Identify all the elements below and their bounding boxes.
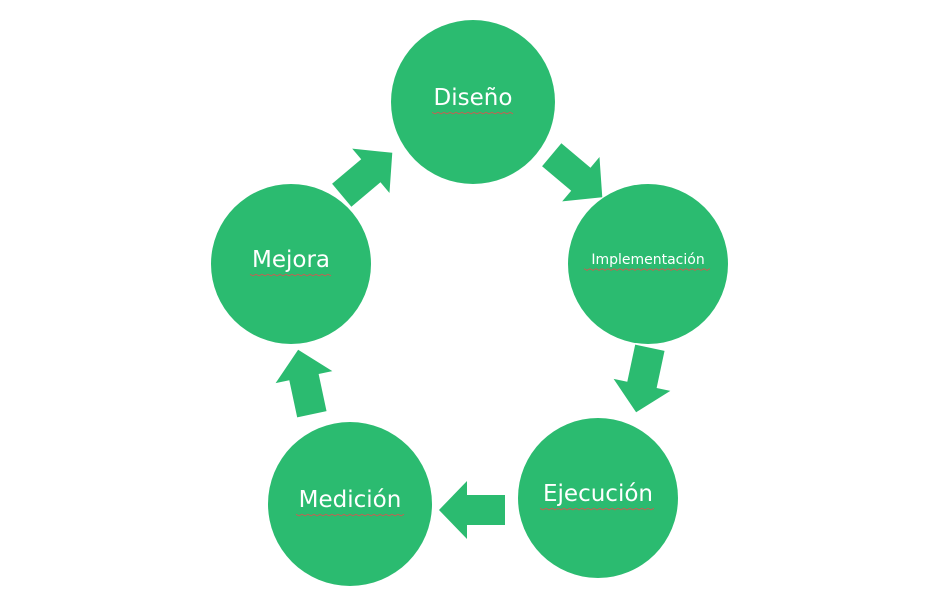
node-implementacion: Implementación	[568, 184, 728, 344]
spellcheck-underline	[295, 513, 405, 517]
node-circle	[268, 422, 432, 586]
spellcheck-underline	[539, 507, 655, 511]
node-label: Diseño	[434, 85, 513, 111]
node-ejecucion: Ejecución	[518, 418, 678, 578]
arrow-mejora-to-diseno	[332, 148, 393, 207]
node-medicion: Medición	[268, 422, 432, 586]
arrows-layer	[275, 143, 671, 539]
spellcheck-underline	[583, 268, 711, 271]
arrow-ejecucion-to-medicion	[439, 481, 505, 539]
node-label: Ejecución	[543, 481, 653, 507]
node-label: Implementación	[591, 252, 704, 268]
spellcheck-underline	[249, 273, 332, 277]
node-label: Mejora	[252, 247, 330, 273]
arrow-implementacion-to-ejecucion	[613, 344, 671, 413]
node-mejora: Mejora	[211, 184, 371, 344]
node-circle	[568, 184, 728, 344]
arrow-medicion-to-mejora	[275, 349, 333, 418]
node-circle	[518, 418, 678, 578]
node-circle	[391, 20, 555, 184]
node-label: Medición	[299, 487, 402, 513]
spellcheck-underline	[431, 111, 514, 115]
arrow-diseno-to-implementacion	[542, 143, 603, 202]
node-diseno: Diseño	[391, 20, 555, 184]
node-circle	[211, 184, 371, 344]
